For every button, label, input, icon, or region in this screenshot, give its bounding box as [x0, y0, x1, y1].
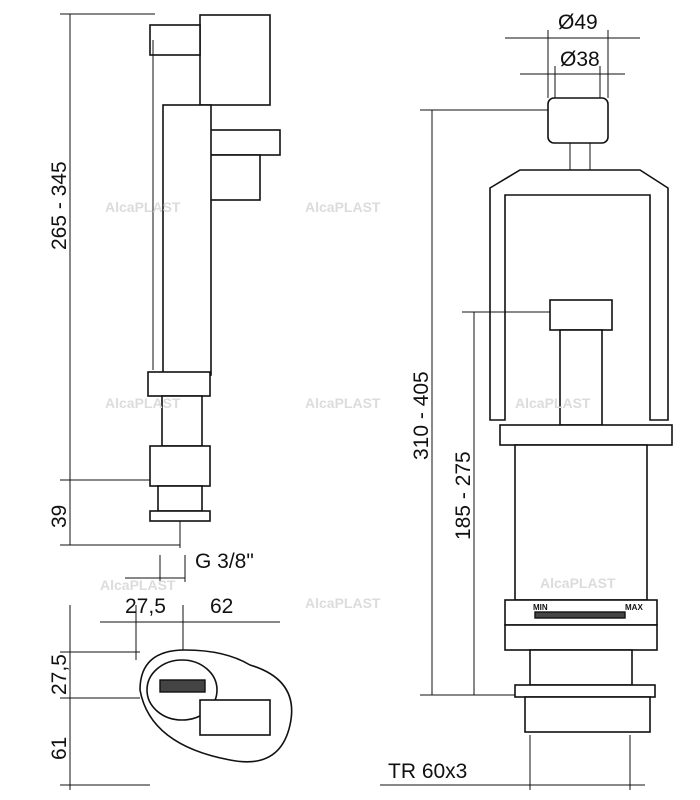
- fill-valve-depth-top: 27,5: [48, 654, 71, 695]
- fill-valve-dimensions: 265 - 345 39 G 3/8" 27,5 62 27,5 61: [48, 13, 280, 790]
- button-outer-diameter: Ø49: [558, 11, 598, 34]
- fill-valve-depth-bottom: 61: [48, 737, 71, 760]
- flush-valve-dimensions: Ø49 Ø38 310 - 405 185 - 275 TR 60x3: [380, 11, 645, 790]
- fill-valve-thread: G 3/8": [195, 550, 254, 573]
- flush-valve-thread: TR 60x3: [388, 760, 467, 783]
- button-inner-diameter: Ø38: [560, 48, 600, 71]
- level-scale: [504, 599, 658, 626]
- watermark: AlcaPLAST: [305, 395, 381, 411]
- watermark: AlcaPLAST: [305, 199, 381, 215]
- flush-button: [547, 97, 609, 144]
- watermark: AlcaPLAST: [105, 199, 181, 215]
- fill-valve-drawing: [147, 14, 281, 548]
- fill-valve-thread-length: 39: [48, 505, 71, 528]
- fill-valve-height: 265 - 345: [48, 161, 71, 250]
- scale-min-label: MIN: [533, 603, 548, 612]
- flush-valve-height: 310 - 405: [410, 371, 433, 460]
- overflow-height: 185 - 275: [452, 451, 475, 540]
- watermark: AlcaPLAST: [540, 575, 616, 591]
- watermark: AlcaPLAST: [515, 395, 591, 411]
- flush-valve-drawing: MIN MAX: [489, 97, 673, 733]
- scale-max-label: MAX: [625, 603, 643, 612]
- watermarks: AlcaPLAST AlcaPLAST AlcaPLAST AlcaPLAST …: [100, 199, 616, 611]
- fill-valve-width-left: 27,5: [125, 595, 166, 618]
- watermark: AlcaPLAST: [100, 577, 176, 593]
- fill-valve-width-right: 62: [210, 595, 233, 618]
- watermark: AlcaPLAST: [305, 595, 381, 611]
- watermark: AlcaPLAST: [105, 395, 181, 411]
- fill-valve-top-view: [139, 649, 293, 763]
